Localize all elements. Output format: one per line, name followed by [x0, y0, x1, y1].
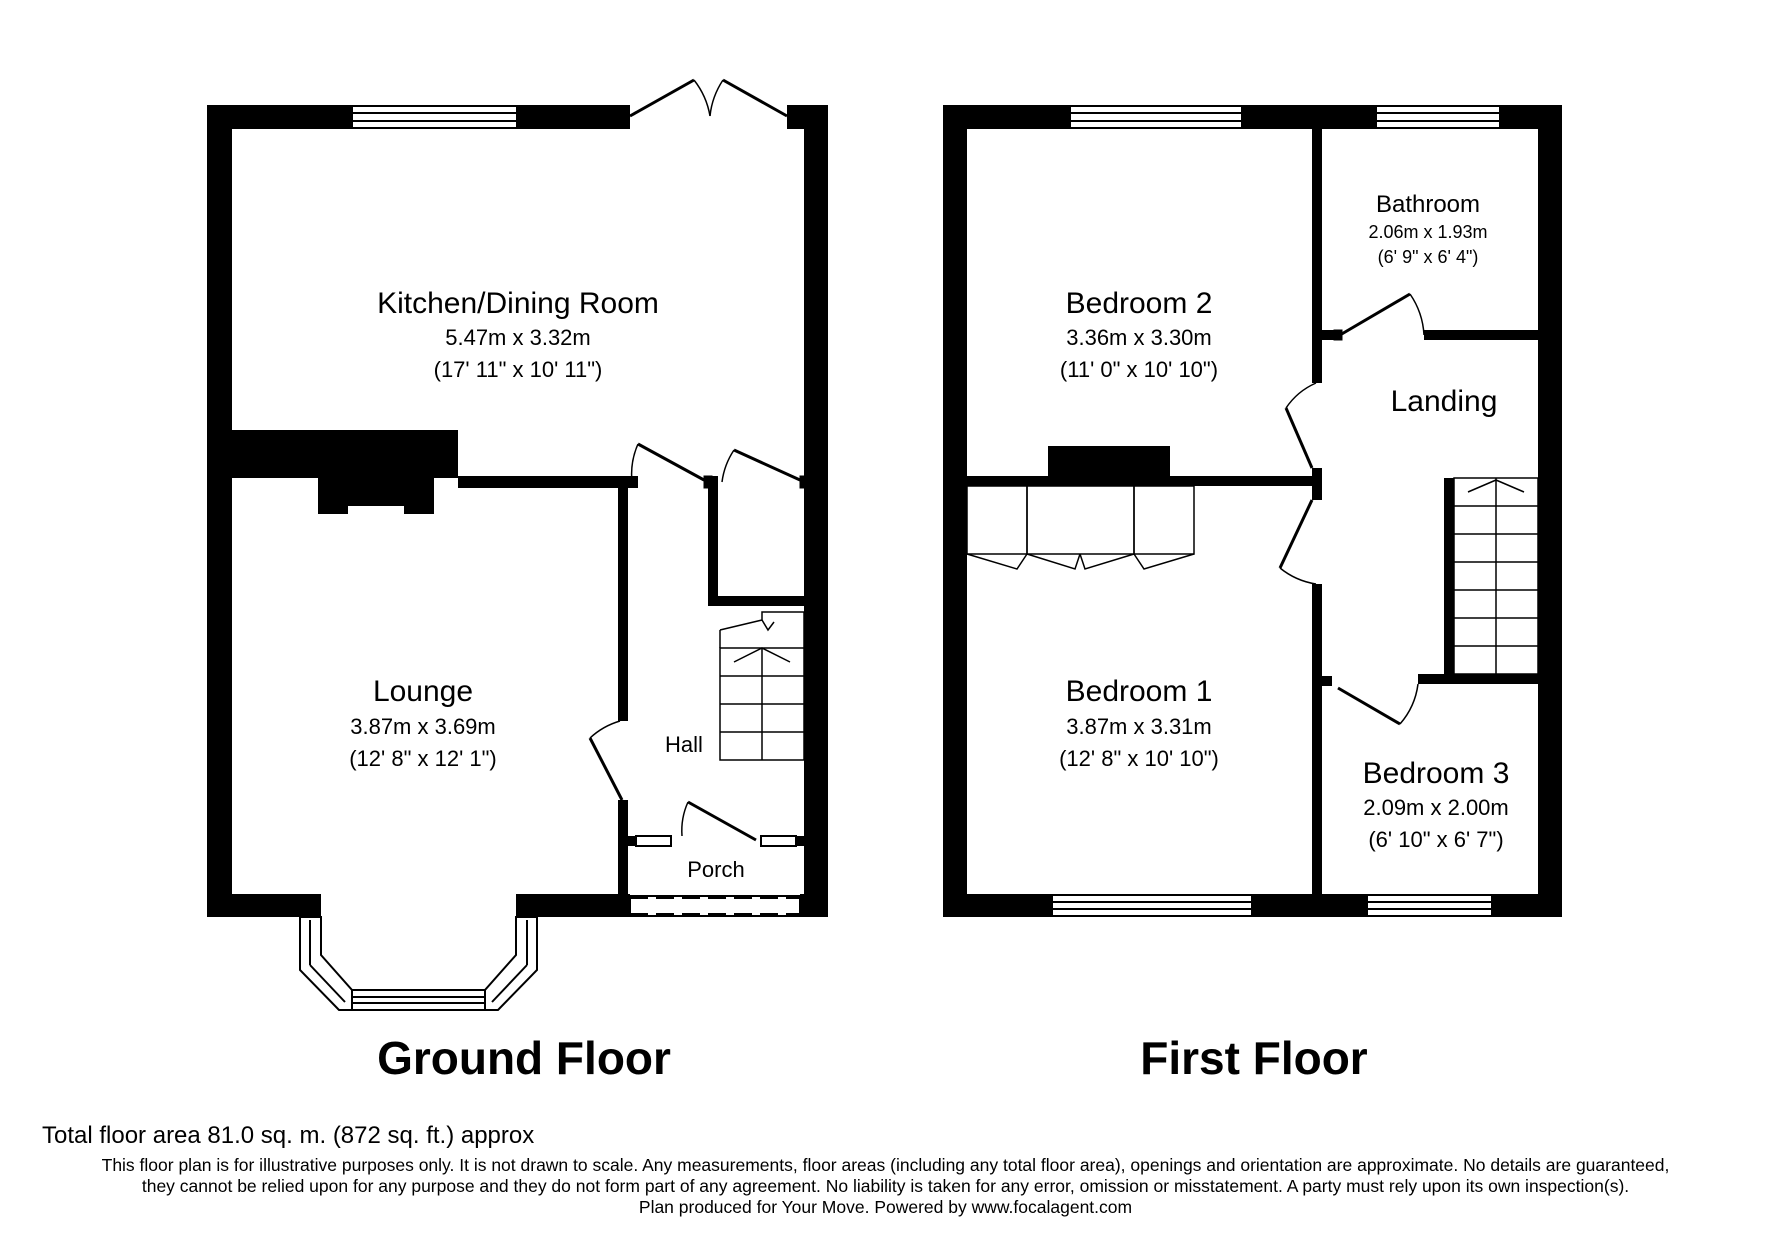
- room-dim-imperial-bedroom-1: (12' 8" x 10' 10"): [1059, 746, 1219, 771]
- first-floor-windows: [1051, 105, 1501, 917]
- room-name-lounge: Lounge: [373, 675, 473, 708]
- room-dim-imperial-bathroom: (6' 9" x 6' 4"): [1378, 247, 1479, 267]
- room-dim-metric-bedroom-2: 3.36m x 3.30m: [1066, 325, 1212, 350]
- floor-title-first: First Floor: [1140, 1032, 1368, 1084]
- bay-window-icon: [299, 916, 538, 1011]
- disclaimer-line-1: This floor plan is for illustrative purp…: [101, 1155, 1670, 1175]
- room-labels: Kitchen/Dining Room 5.47m x 3.32m (17' 1…: [349, 191, 1509, 1084]
- room-dim-metric-bedroom-1: 3.87m x 3.31m: [1066, 714, 1212, 739]
- room-dim-metric-bathroom: 2.06m x 1.93m: [1368, 222, 1487, 242]
- fireplace-icon: [348, 506, 404, 514]
- first-floor-plan: [943, 105, 1562, 917]
- porch-glazing-icon: [629, 897, 801, 915]
- ground-floor-doors: [588, 442, 805, 842]
- room-name-bedroom-2: Bedroom 2: [1066, 287, 1213, 320]
- room-dim-metric-kitchen-dining: 5.47m x 3.32m: [445, 325, 591, 350]
- total-floor-area: Total floor area 81.0 sq. m. (872 sq. ft…: [42, 1122, 535, 1149]
- room-dim-imperial-bedroom-2: (11' 0" x 10' 10"): [1060, 357, 1218, 382]
- first-floor-doors: [1278, 292, 1425, 726]
- room-name-bathroom: Bathroom: [1376, 191, 1480, 218]
- plan-credit: Plan produced for Your Move. Powered by …: [638, 1197, 1133, 1217]
- first-floor-walls: [943, 105, 1562, 917]
- room-name-porch: Porch: [687, 857, 744, 882]
- ground-floor-stairs-icon: [719, 611, 805, 761]
- french-door-icon: [629, 78, 788, 118]
- room-dim-imperial-lounge: (12' 8" x 12' 1"): [349, 746, 497, 771]
- first-floor-stairs-icon: [1453, 477, 1539, 675]
- floor-title-ground: Ground Floor: [377, 1032, 671, 1084]
- room-name-bedroom-1: Bedroom 1: [1066, 675, 1213, 708]
- ground-floor-plan: [207, 78, 828, 1011]
- room-dim-metric-bedroom-3: 2.09m x 2.00m: [1363, 795, 1509, 820]
- room-name-hall: Hall: [665, 732, 703, 757]
- room-name-landing: Landing: [1391, 385, 1498, 418]
- ground-floor-walls: [207, 105, 828, 917]
- room-dim-metric-lounge: 3.87m x 3.69m: [350, 714, 496, 739]
- room-dim-imperial-kitchen-dining: (17' 11" x 10' 11"): [434, 357, 603, 382]
- wardrobe-icon: [966, 485, 1195, 570]
- room-name-kitchen-dining: Kitchen/Dining Room: [377, 287, 659, 320]
- disclaimer-line-2: they cannot be relied upon for any purpo…: [141, 1176, 1630, 1196]
- room-dim-imperial-bedroom-3: (6' 10" x 6' 7"): [1368, 827, 1503, 852]
- room-name-bedroom-3: Bedroom 3: [1363, 757, 1510, 790]
